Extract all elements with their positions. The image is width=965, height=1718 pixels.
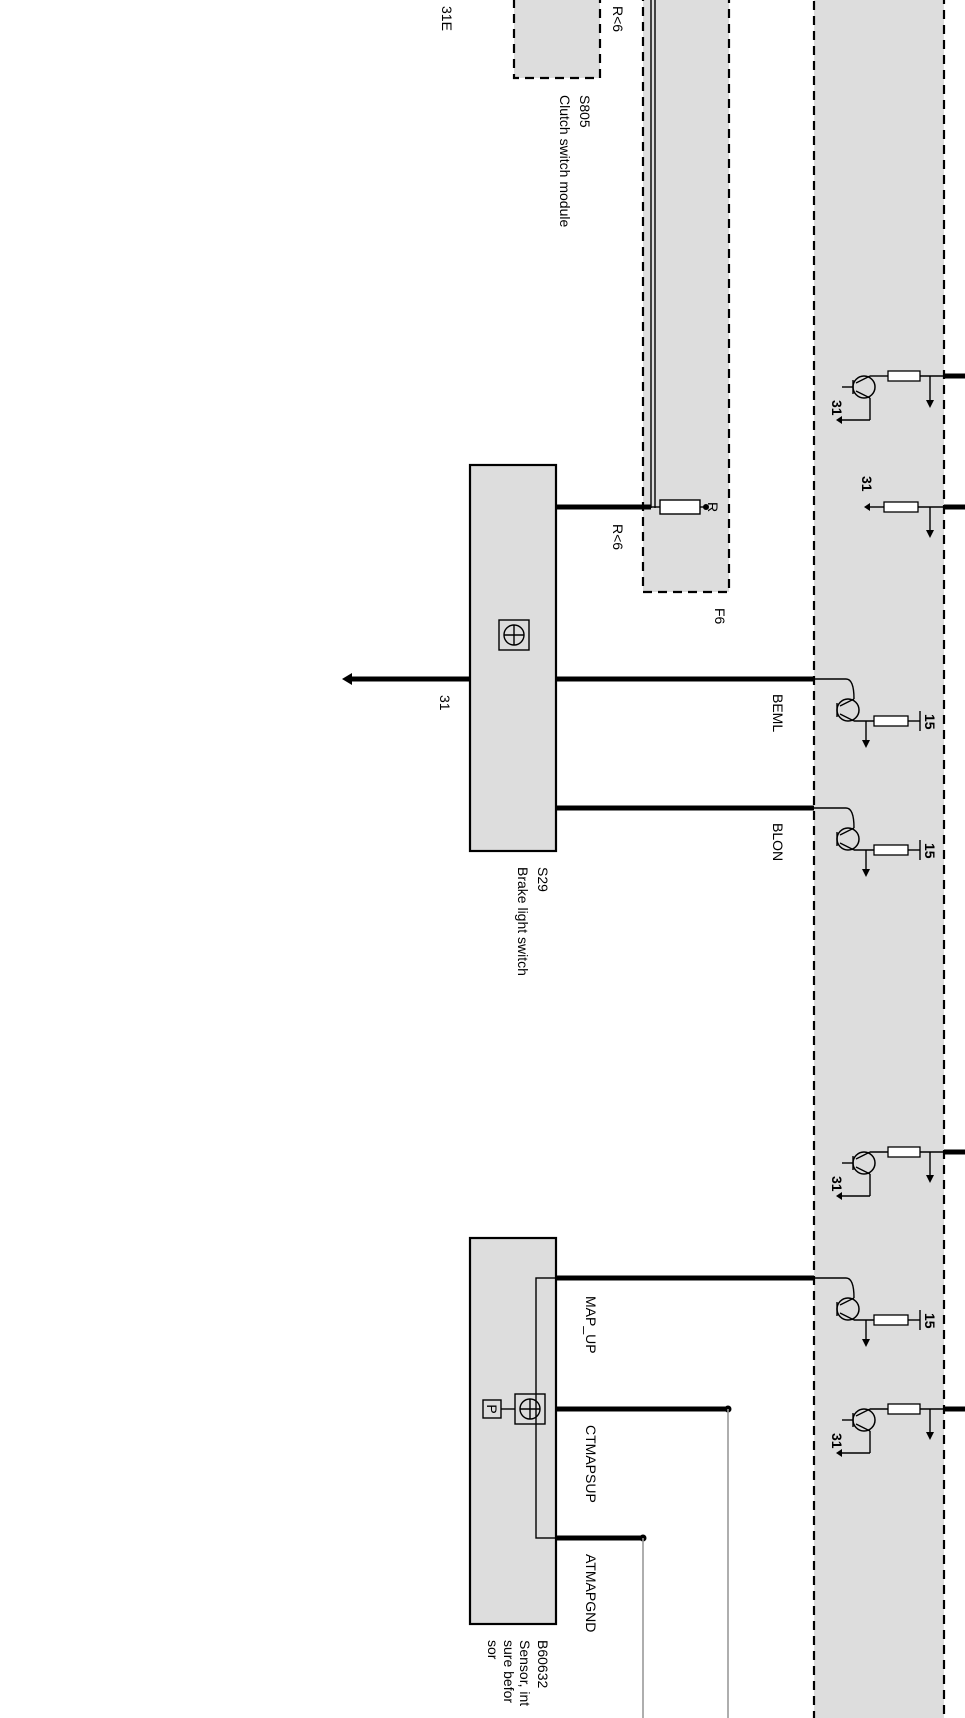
label-r6-mid: R<6 [610, 524, 626, 550]
signal-beml: BEML [770, 694, 786, 732]
resistor-icon [864, 501, 944, 538]
clutch-code: S805 [577, 95, 593, 128]
map-sensor-name-2: sure befor [501, 1640, 517, 1703]
transistor-icon [836, 1403, 944, 1457]
transistor-icon [814, 1277, 921, 1347]
transistor-icon [814, 807, 921, 877]
brake-code: S29 [535, 867, 551, 892]
map-sensor-name-1: Sensor, int [517, 1640, 533, 1706]
transistor-icon [814, 678, 921, 748]
t6-label: 15 [922, 1313, 938, 1329]
fuse-f6-region [641, 0, 731, 594]
label-r6-top: R<6 [610, 6, 626, 32]
t1-label: 31 [829, 400, 845, 416]
transistor-icon [836, 1146, 944, 1200]
ground-symbol-icon [342, 673, 352, 685]
r2-label: 31 [859, 476, 875, 492]
signal-map-up: MAP_UP [583, 1296, 599, 1354]
label-ground-31: 31 [437, 695, 453, 711]
control-unit-region [812, 0, 946, 1718]
brake-switch-symbol-icon [498, 619, 530, 651]
fuse-code: F6 [712, 608, 728, 625]
t4-label: 15 [922, 843, 938, 859]
p-symbol: P [484, 1404, 500, 1413]
label-31e: 31E [439, 6, 455, 31]
map-sensor-code: B60632 [535, 1640, 551, 1688]
signal-ctmapsup: CTMAPSUP [583, 1425, 599, 1503]
brake-light-switch-box [468, 463, 558, 853]
t3-label: 15 [922, 714, 938, 730]
t5-label: 31 [829, 1176, 845, 1192]
t7-label: 31 [829, 1433, 845, 1449]
label-fuse-r: R [705, 502, 721, 512]
brake-name: Brake light switch [515, 867, 531, 976]
map-sensor-name-3: sor [485, 1640, 501, 1660]
transistor-icon [836, 370, 944, 424]
signal-atmapgnd: ATMAPGND [583, 1554, 599, 1632]
signal-blon: BLON [770, 823, 786, 861]
clutch-switch-module-box [512, 0, 602, 80]
fuse-element [659, 499, 701, 515]
map-sensor-box [468, 1236, 558, 1626]
clutch-name: Clutch switch module [557, 95, 573, 227]
